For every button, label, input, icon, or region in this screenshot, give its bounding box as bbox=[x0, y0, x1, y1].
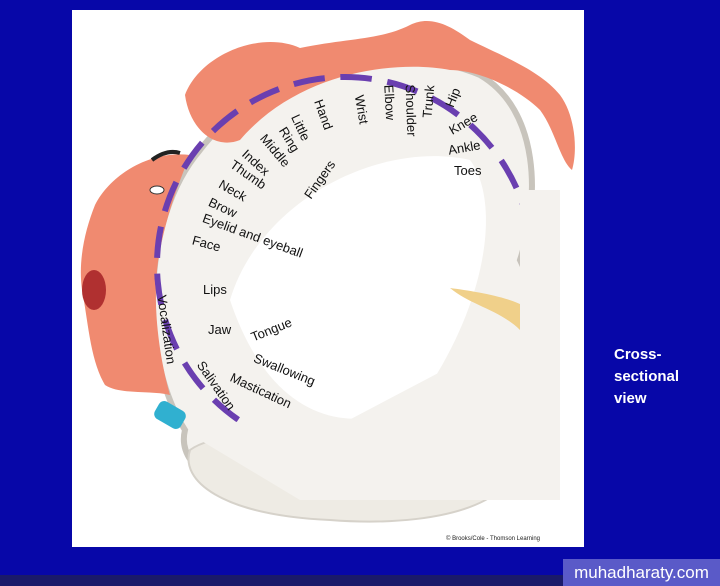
label-trunk: Trunk bbox=[419, 84, 438, 119]
label-toes: Toes bbox=[454, 163, 482, 178]
throat-marker bbox=[154, 401, 186, 429]
image-credit: © Brooks/Cole - Thomson Learning bbox=[446, 536, 541, 542]
label-shoulder: Shoulder bbox=[402, 84, 420, 137]
homunculus-body bbox=[185, 20, 575, 170]
label-jaw: Jaw bbox=[208, 322, 232, 337]
caption-line-1: Cross- bbox=[614, 346, 662, 363]
label-elbow: Elbow bbox=[381, 84, 399, 121]
homunculus-face bbox=[80, 154, 190, 395]
caption-line-3: view bbox=[614, 390, 647, 407]
caption-line-2: sectional bbox=[614, 368, 680, 385]
slide-caption: Cross- sectional view bbox=[614, 344, 679, 410]
watermark: muhadharaty.com bbox=[563, 559, 720, 586]
bottom-strip bbox=[0, 575, 563, 586]
label-lips: Lips bbox=[203, 282, 227, 297]
